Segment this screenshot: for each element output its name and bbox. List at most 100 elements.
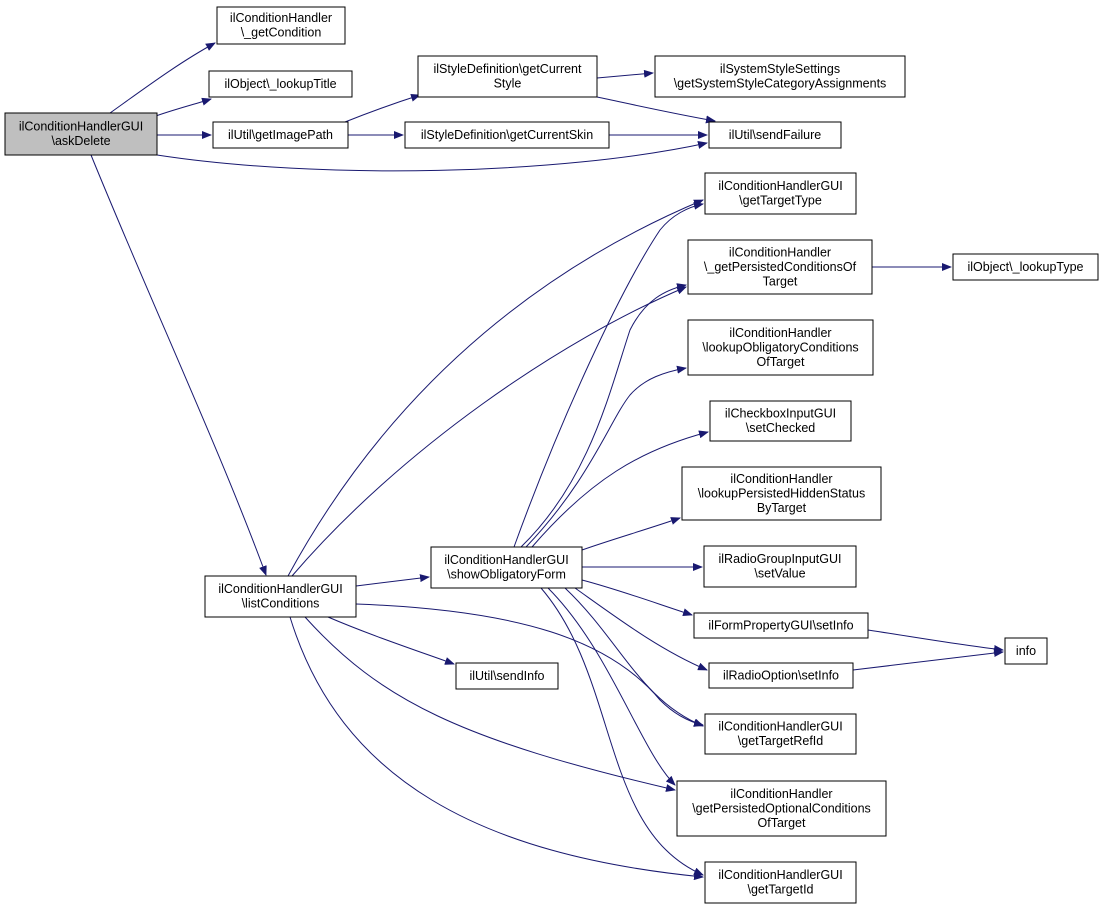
node-label-line: ilConditionHandler <box>730 787 832 801</box>
edge-getCurrentStyle-to-getSystemStyleCategoryAssignments <box>596 69 654 79</box>
node-label-line: ilUtil\getImagePath <box>228 128 333 142</box>
node-getTargetId[interactable]: ilConditionHandlerGUI\getTargetId <box>704 861 857 904</box>
edge-line <box>596 96 716 124</box>
edge-line <box>581 579 693 617</box>
node-box <box>687 319 874 376</box>
node-sendInfo[interactable]: ilUtil\sendInfo <box>455 662 559 690</box>
node-box <box>704 713 857 755</box>
node-lookupPersistedHiddenStatusByTarget[interactable]: ilConditionHandler\lookupPersistedHidden… <box>681 466 882 521</box>
node-lookupTitle[interactable]: ilObject\_lookupTitle <box>208 70 353 98</box>
node-label-line: ilFormPropertyGUI\setInfo <box>708 618 853 632</box>
edge-line <box>156 141 708 172</box>
edge-listConditions-to-showObligatoryForm <box>355 574 430 587</box>
edge-showObligatoryForm-to-formSetInfo <box>581 579 693 617</box>
edge-line <box>327 616 455 665</box>
edge-showObligatoryForm-to-getTargetId <box>540 587 704 876</box>
node-box <box>455 662 559 690</box>
edge-line <box>852 649 1004 671</box>
node-label-line: ilConditionHandler <box>230 11 332 25</box>
node-box <box>708 121 842 149</box>
node-box <box>687 239 873 295</box>
node-box <box>703 545 857 588</box>
node-label-line: \getTargetRefId <box>738 734 824 748</box>
node-label-line: ilUtil\sendInfo <box>469 669 544 683</box>
edge-listConditions-to-getTargetId <box>289 616 704 881</box>
node-formSetInfo[interactable]: ilFormPropertyGUI\setInfo <box>693 612 869 639</box>
node-box <box>208 70 353 98</box>
edge-line <box>109 42 216 114</box>
edge-showObligatoryForm-to-radioSetInfo <box>574 587 708 671</box>
node-box <box>404 121 610 149</box>
node-getPersistedConditionsOfTarget[interactable]: ilConditionHandler\_getPersistedConditio… <box>687 239 873 295</box>
edge-listConditions-to-sendInfo <box>327 616 455 665</box>
node-box <box>676 780 887 837</box>
node-label-line: OfTarget <box>757 355 805 369</box>
node-label-line: \_getPersistedConditionsOf <box>704 260 857 274</box>
edge-line <box>520 283 687 548</box>
edge-line <box>540 587 704 876</box>
edge-formSetInfo-to-info <box>867 629 1004 653</box>
edge-showObligatoryForm-to-lookupObligatoryConditionsOfTarget <box>525 365 687 548</box>
node-getTargetType[interactable]: ilConditionHandlerGUI\getTargetType <box>704 172 857 215</box>
node-label-line: ilConditionHandlerGUI <box>718 868 842 882</box>
node-label-line: ilRadioGroupInputGUI <box>719 552 842 566</box>
node-box <box>216 6 346 45</box>
edge-line <box>344 93 421 123</box>
node-label-line: \showObligatoryForm <box>447 568 566 582</box>
edges-layer <box>90 42 1004 881</box>
edge-radioSetInfo-to-info <box>852 649 1004 671</box>
edge-line <box>355 574 430 587</box>
node-getCondition[interactable]: ilConditionHandler\_getCondition <box>216 6 346 45</box>
edge-line <box>513 201 704 548</box>
node-askDelete[interactable]: ilConditionHandlerGUI\askDelete <box>4 112 158 156</box>
edge-listConditions-to-getTargetType <box>287 199 704 577</box>
edge-line <box>289 616 704 881</box>
node-getImagePath[interactable]: ilUtil\getImagePath <box>212 121 349 149</box>
node-getPersistedOptionalConditionsOfTarget[interactable]: ilConditionHandler\getPersistedOptionalC… <box>676 780 887 837</box>
edge-listConditions-to-getPersistedConditionsOfTarget <box>291 286 687 577</box>
node-setValue[interactable]: ilRadioGroupInputGUI\setValue <box>703 545 857 588</box>
node-lookupObligatoryConditionsOfTarget[interactable]: ilConditionHandler\lookupObligatoryCondi… <box>687 319 874 376</box>
node-label-line: ilSystemStyleSettings <box>720 62 840 76</box>
node-label-line: ilRadioOption\setInfo <box>723 668 839 682</box>
node-label-line: \setValue <box>754 567 805 581</box>
edge-line <box>152 97 212 118</box>
node-listConditions[interactable]: ilConditionHandlerGUI\listConditions <box>204 575 357 618</box>
node-showObligatoryForm[interactable]: ilConditionHandlerGUI\showObligatoryForm <box>430 546 583 589</box>
node-radioSetInfo[interactable]: ilRadioOption\setInfo <box>708 662 854 689</box>
node-label-line: OfTarget <box>758 816 806 830</box>
node-label-line: \lookupPersistedHiddenStatus <box>698 486 865 500</box>
node-getTargetRefId[interactable]: ilConditionHandlerGUI\getTargetRefId <box>704 713 857 755</box>
node-label-line: ilStyleDefinition\getCurrentSkin <box>421 128 593 142</box>
node-getCurrentSkin[interactable]: ilStyleDefinition\getCurrentSkin <box>404 121 610 149</box>
node-setChecked[interactable]: ilCheckboxInputGUI\setChecked <box>709 400 852 442</box>
node-label-line: \askDelete <box>51 134 110 148</box>
node-label-line: ilConditionHandler <box>730 472 832 486</box>
node-label-line: ilObject\_lookupType <box>967 260 1083 274</box>
node-lookupType[interactable]: ilObject\_lookupType <box>952 253 1099 281</box>
node-sendFailure[interactable]: ilUtil\sendFailure <box>708 121 842 149</box>
edge-showObligatoryForm-to-getTargetRefId <box>564 587 704 727</box>
node-label-line: ilCheckboxInputGUI <box>725 407 836 421</box>
edge-line <box>90 154 267 576</box>
edge-line <box>596 69 654 79</box>
node-info[interactable]: info <box>1004 637 1048 665</box>
edge-line <box>304 616 676 792</box>
node-label-line: ilConditionHandlerGUI <box>718 720 842 734</box>
node-getSystemStyleCategoryAssignments[interactable]: ilSystemStyleSettings\getSystemStyleCate… <box>654 55 906 98</box>
node-box <box>417 55 598 98</box>
node-label-line: ilConditionHandlerGUI <box>218 582 342 596</box>
node-label-line: ilConditionHandler <box>729 326 831 340</box>
node-label-line: Style <box>494 77 522 91</box>
node-label-line: info <box>1016 644 1036 658</box>
node-label-line: \getSystemStyleCategoryAssignments <box>674 77 887 91</box>
node-box <box>708 662 854 689</box>
edge-askDelete-to-getCondition <box>109 42 216 114</box>
node-label-line: ilUtil\sendFailure <box>729 128 821 142</box>
node-box <box>952 253 1099 281</box>
node-label-line: Target <box>763 274 798 288</box>
node-label-line: \_getCondition <box>241 26 322 40</box>
edge-line <box>574 587 708 671</box>
